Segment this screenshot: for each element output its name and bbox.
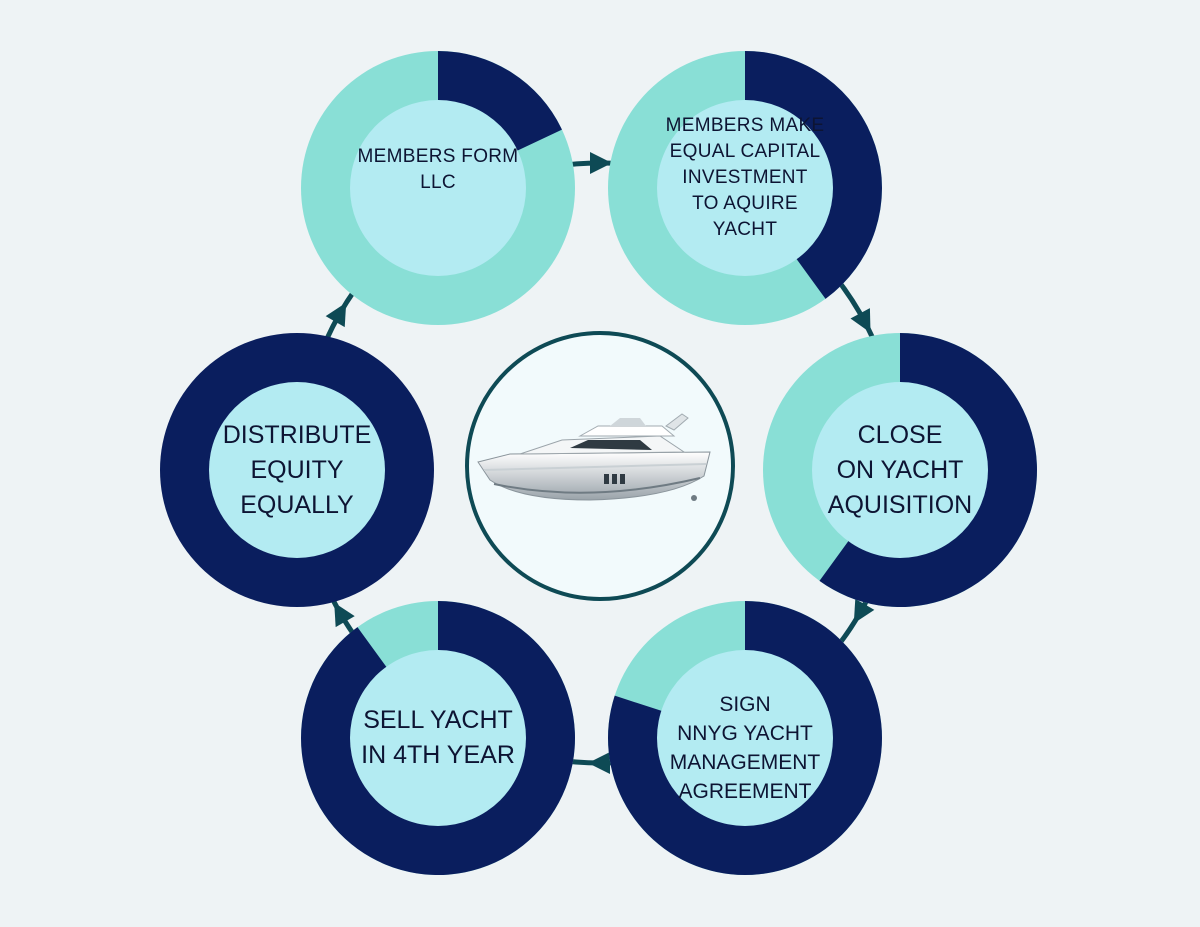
step-rings — [160, 51, 1037, 875]
flow-arrow-icon — [590, 152, 612, 174]
step-inner-circle — [812, 382, 988, 558]
step-inner-circle — [209, 382, 385, 558]
step-ring-5 — [301, 601, 575, 875]
step-inner-circle — [350, 100, 526, 276]
step-ring-1 — [301, 51, 575, 325]
step-label-3: CLOSE ON YACHT AQUISITION — [827, 420, 973, 519]
step-inner-circle — [350, 650, 526, 826]
step-progress-arc — [301, 601, 575, 875]
flow-arrow-icon — [850, 308, 871, 333]
step-ring-4 — [608, 601, 882, 875]
step-label-6: DISTRIBUTE EQUITY EQUALLY — [222, 420, 372, 519]
flow-arrow-icon — [588, 752, 610, 774]
step-label-5: SELL YACHT IN 4TH YEAR — [361, 706, 515, 769]
step-label-2: MEMBERS MAKE EQUAL CAPITAL INVESTMENT TO… — [665, 115, 825, 240]
step-inner-circle — [657, 100, 833, 276]
center-circle — [465, 331, 735, 601]
step-ring-6 — [160, 333, 434, 607]
step-ring-2 — [608, 51, 882, 325]
step-label-4: SIGN NNYG YACHT MANAGEMENT AGREEMENT — [669, 693, 821, 803]
flow-arrow-icon — [334, 602, 355, 628]
step-progress-arc — [819, 333, 1037, 607]
flow-arrow-icon — [853, 598, 875, 624]
flow-arrow-icon — [325, 302, 347, 328]
step-inner-circle — [657, 650, 833, 826]
step-label-1: MEMBERS FORM LLC — [357, 146, 519, 193]
step-progress-arc — [608, 601, 882, 875]
step-ring-3 — [763, 333, 1037, 607]
step-progress-arc — [438, 51, 562, 152]
step-progress-arc — [745, 51, 882, 299]
yacht-image — [477, 413, 711, 501]
